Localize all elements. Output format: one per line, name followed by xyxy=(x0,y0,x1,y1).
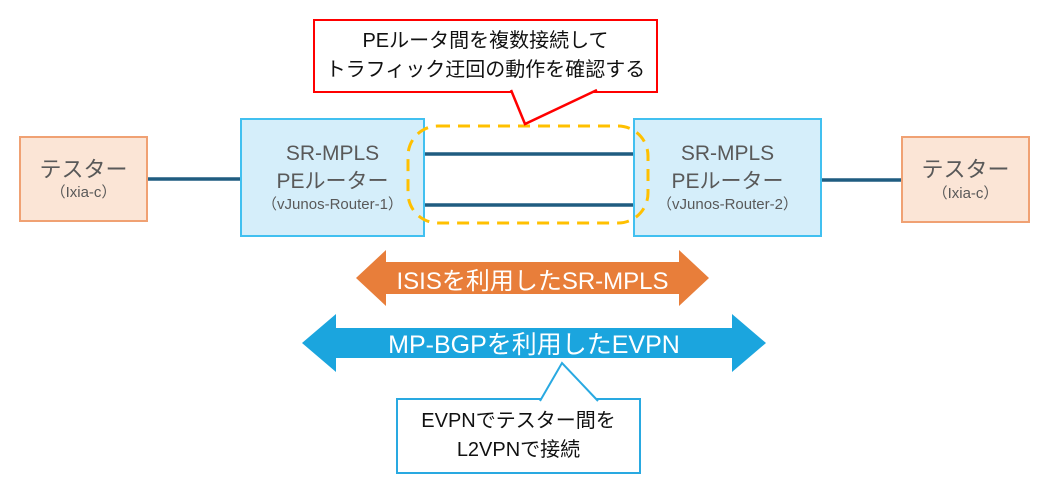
evpn-arrow-label: MP-BGPを利用したEVPN xyxy=(388,331,680,359)
callout-l2vpn-tail xyxy=(539,361,599,402)
pe-router-2-device: （vJunos-Router-2） xyxy=(657,196,798,214)
callout-multiple-links: PEルータ間を複数接続して トラフィック迂回の動作を確認する xyxy=(313,19,658,93)
pe-router-2-node: SR-MPLS PEルーター （vJunos-Router-2） xyxy=(633,118,822,237)
dashed-multilink-highlight xyxy=(406,124,650,225)
tester-left-device: （Ixia-c） xyxy=(50,184,117,201)
pe-router-2-role: SR-MPLS xyxy=(680,142,775,166)
pe-router-1-device: （vJunos-Router-1） xyxy=(262,196,403,214)
evpn-double-arrow xyxy=(302,314,766,372)
pe-router-1-role: SR-MPLS xyxy=(285,142,380,166)
tester-right-name: テスター xyxy=(921,157,1010,182)
sr-mpls-double-arrow xyxy=(356,250,709,306)
pe-router-1-node: SR-MPLS PEルーター （vJunos-Router-1） xyxy=(240,118,425,237)
pe-router-2-type: PEルーター xyxy=(671,169,784,193)
tester-left-node: テスター （Ixia-c） xyxy=(19,136,148,222)
tester-right-node: テスター （Ixia-c） xyxy=(901,136,1030,223)
callout-multiple-links-line1: PEルータ間を複数接続して xyxy=(362,30,609,52)
callout-multiple-links-tail xyxy=(509,88,598,126)
callout-multiple-links-line2: トラフィック迂回の動作を確認する xyxy=(325,59,646,81)
pe-router-1-type: PEルーター xyxy=(276,169,389,193)
callout-l2vpn: EVPNでテスター間を L2VPNで接続 xyxy=(396,398,641,474)
callout-l2vpn-line2: L2VPNで接続 xyxy=(456,439,581,461)
sr-mpls-arrow-label: ISISを利用したSR-MPLS xyxy=(396,267,669,295)
callout-l2vpn-line1: EVPNでテスター間を xyxy=(421,410,616,432)
tester-left-name: テスター xyxy=(39,156,128,182)
tester-right-device: （Ixia-c） xyxy=(932,184,999,202)
